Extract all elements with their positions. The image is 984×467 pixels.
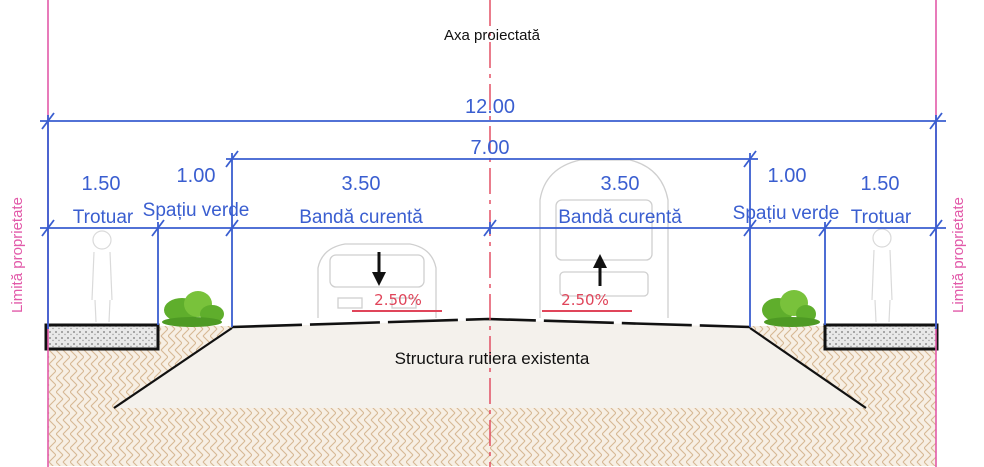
structure-left-edge [113, 327, 233, 409]
section-name-green-right: Spațiu verde [733, 203, 840, 224]
right-sidewalk-curb [823, 323, 939, 351]
left-pedestrian-sketch [91, 230, 113, 323]
right-vehicle-sketch [539, 159, 669, 318]
dimension-lines [40, 112, 946, 329]
left-vehicle-sketch [317, 243, 437, 318]
right-pedestrian-sketch [871, 228, 893, 323]
section-name-green-left: Spațiu verde [143, 200, 250, 221]
section-width-sidewalk-left: 1.50 [82, 173, 121, 195]
road-surface-line [231, 317, 751, 329]
left-shrub-icon [162, 291, 224, 327]
right-property-limit-label: Limită proprietate [950, 197, 967, 313]
down-arrow-icon [372, 252, 386, 286]
axis-label: Axa proiectată [444, 27, 541, 44]
section-name-lane-left: Bandă curentă [299, 207, 423, 228]
section-name-lane-right: Bandă curentă [558, 207, 682, 228]
right-shrub-icon [762, 290, 820, 327]
up-arrow-icon [593, 254, 607, 286]
section-width-lane-left: 3.50 [342, 173, 381, 195]
section-width-green-left: 1.00 [177, 165, 216, 187]
section-width-lane-right: 3.50 [601, 173, 640, 195]
section-width-green-right: 1.00 [768, 165, 807, 187]
existing-road-structure [114, 320, 866, 408]
total-width-label: 12.00 [465, 96, 515, 118]
section-width-sidewalk-right: 1.50 [861, 173, 900, 195]
carriageway-width-label: 7.00 [471, 137, 510, 159]
left-sidewalk-curb [44, 323, 160, 351]
section-name-sidewalk-right: Trotuar [851, 207, 912, 228]
structure-label: Structura rutiera existenta [395, 349, 590, 368]
right-slope-label: 2.50% [561, 291, 609, 309]
section-name-sidewalk-left: Trotuar [73, 207, 134, 228]
structure-right-edge [749, 327, 867, 409]
left-property-limit-label: Limită proprietate [9, 197, 26, 313]
left-slope-label: 2.50% [374, 291, 422, 309]
